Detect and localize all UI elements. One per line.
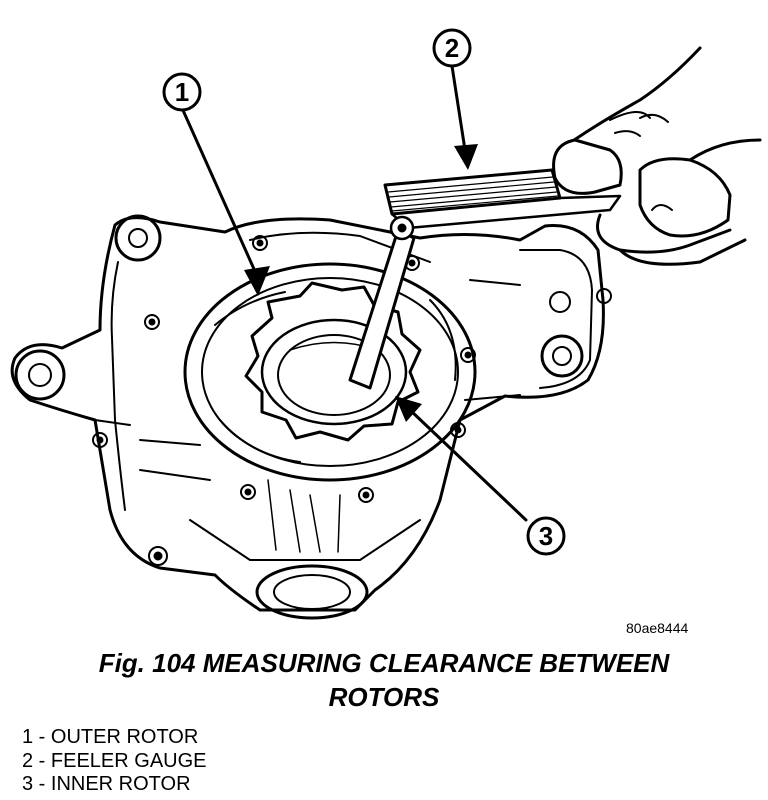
callout-2-circle — [432, 28, 472, 68]
mounting-ear-top-left — [114, 214, 162, 262]
legend-item: 3 - INNER ROTOR — [22, 773, 191, 795]
inner-rotor — [244, 281, 422, 442]
mounting-ear-right — [540, 334, 584, 378]
hand — [552, 46, 762, 266]
callout-3: 3 — [539, 521, 553, 551]
oil-pump-illustration: 1 2 3 — [10, 28, 762, 620]
outer-rotor — [183, 262, 477, 482]
callout-1-circle — [162, 72, 202, 112]
pump-housing — [10, 216, 605, 612]
callout-2: 2 — [445, 33, 459, 63]
legend-item: 1 - OUTER ROTOR — [22, 726, 199, 748]
callout-3-circle — [526, 516, 566, 556]
feeler-gauge — [348, 168, 622, 390]
callout-1: 1 — [175, 77, 189, 107]
caption-line-2: ROTORS — [328, 682, 440, 712]
legend-item: 2 - FEELER GAUGE — [22, 749, 207, 772]
figure-caption: Fig. 104 MEASURING CLEARANCE BETWEEN ROT… — [0, 646, 768, 714]
figure-code: 80ae8444 — [626, 620, 689, 636]
caption-line-1: Fig. 104 MEASURING CLEARANCE BETWEEN — [98, 648, 670, 678]
legend-list: 1 - OUTER ROTOR 2 - FEELER GAUGE 3 - INN… — [22, 726, 207, 797]
mounting-ear-left — [14, 349, 66, 401]
